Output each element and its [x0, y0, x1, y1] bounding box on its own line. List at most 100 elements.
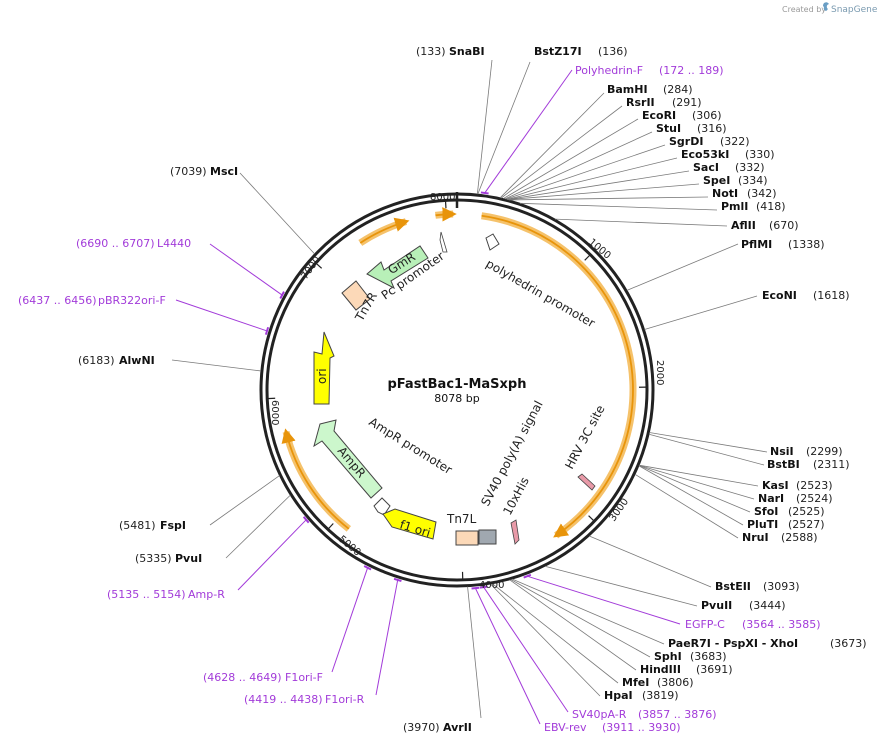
enzyme-leader — [239, 172, 315, 255]
enzyme-name: RsrII — [626, 96, 655, 109]
enzyme-pos: (284) — [663, 83, 693, 96]
tick-mark — [584, 254, 591, 261]
enzyme-pos: (2299) — [806, 445, 843, 458]
ori-feature: ori — [313, 331, 335, 405]
enzyme-leader — [638, 465, 751, 513]
enzyme-pos: (2527) — [788, 518, 825, 531]
enzyme-leader — [626, 243, 739, 291]
ampr-arc — [281, 428, 350, 530]
gmr-arc-halo — [358, 218, 408, 246]
enzyme-leader — [638, 464, 755, 500]
primer-leader — [331, 567, 369, 673]
enzyme-name: EcoRI — [642, 109, 676, 122]
enzyme-leader — [509, 579, 637, 671]
gmr-arc — [359, 217, 410, 244]
ori-label: ori — [315, 368, 329, 384]
primer-leader — [237, 519, 307, 591]
enzyme-name: BstZ17I — [534, 45, 582, 58]
enzyme-pos: (322) — [720, 135, 750, 148]
enzyme-leader — [225, 494, 291, 559]
enzyme-pos: (136) — [598, 45, 628, 58]
tn7r-feature: Tn7R — [341, 280, 380, 324]
enzyme-pos: (306) — [692, 109, 722, 122]
credit-prefix: Created by — [782, 5, 826, 14]
primer-site-mark — [393, 577, 402, 583]
primer-name: Amp-R — [188, 588, 225, 601]
enzyme-name: NruI — [742, 531, 769, 544]
primer-range: (172 .. 189) — [659, 64, 724, 77]
primer-leader — [175, 299, 268, 332]
primer-labels: Polyhedrin-F (172 .. 189) EGFP-C (3564 .… — [18, 64, 821, 734]
enzyme-leader — [512, 578, 665, 645]
enzyme-leader — [589, 535, 712, 588]
enzyme-leader — [500, 105, 623, 199]
enzyme-pos: (6183) — [78, 354, 115, 367]
enzyme-name: SpeI — [703, 174, 730, 187]
cds-arc — [481, 214, 634, 538]
enzyme-pos: (5335) — [135, 552, 172, 565]
enzyme-pos: (7039) — [170, 165, 207, 178]
tick-marks — [267, 192, 647, 580]
enzyme-leader — [544, 565, 698, 607]
enzyme-name: SacI — [693, 161, 719, 174]
enzyme-pos: (330) — [745, 148, 775, 161]
primer-name: Polyhedrin-F — [575, 64, 643, 77]
enzyme-leader — [507, 183, 700, 201]
enzyme-pos: (133) — [416, 45, 446, 58]
enzyme-name: PvuII — [701, 599, 732, 612]
ampr-promoter-feature: AmpR promoter — [366, 415, 455, 516]
enzyme-leader — [644, 295, 758, 330]
enzyme-name: KasI — [762, 479, 789, 492]
enzyme-name: BamHI — [607, 83, 648, 96]
primer-range: (4419 .. 4438) — [244, 693, 323, 706]
enzyme-pos: (1338) — [788, 238, 825, 251]
polyhedrin-arc — [435, 207, 457, 222]
primer-leader — [375, 579, 399, 696]
enzyme-labels: (133) SnaBI BstZ17I (136) BamHI (284) Rs… — [78, 45, 867, 734]
enzyme-name: HpaI — [604, 689, 633, 702]
enzyme-name: AflII — [731, 219, 756, 232]
enzyme-leader — [506, 157, 678, 200]
primer-leader — [474, 587, 541, 725]
enzyme-leader — [467, 586, 482, 719]
primer-range: (6437 .. 6456) — [18, 294, 97, 307]
enzyme-name: PmlI — [721, 200, 748, 213]
enzyme-pos: (418) — [756, 200, 786, 213]
enzyme-leader — [510, 579, 651, 658]
primer-site-mark — [480, 191, 489, 195]
primer-name: pBR322ori-F — [98, 294, 166, 307]
enzyme-name: NarI — [758, 492, 784, 505]
primer-leader — [527, 575, 681, 625]
enzyme-leader — [519, 202, 718, 211]
tick-label-6000: 6000 — [269, 400, 280, 425]
enzyme-name: SfoI — [754, 505, 778, 518]
tick-label-1000: 1000 — [586, 237, 613, 262]
ampr-promoter-label: AmpR promoter — [366, 415, 454, 477]
tick-mark — [588, 515, 595, 522]
enzyme-pos: (3806) — [657, 676, 694, 689]
enzyme-pos: (3970) — [403, 721, 440, 734]
f1-ori-feature: f1 ori — [382, 508, 437, 540]
primer-name: EGFP-C — [685, 618, 725, 631]
primer-site-mark — [471, 586, 480, 590]
enzyme-pos: (670) — [769, 219, 799, 232]
enzyme-leader — [508, 196, 709, 201]
primer-range: (3911 .. 3930) — [602, 721, 681, 734]
enzyme-leader — [490, 583, 601, 697]
primer-site-mark — [264, 326, 270, 335]
enzyme-name: NsiI — [770, 445, 794, 458]
enzyme-leader — [171, 359, 261, 372]
enzyme-name: FspI — [160, 519, 186, 532]
feature-arrows — [281, 207, 637, 539]
enzyme-pos: (2311) — [813, 458, 850, 471]
enzyme-pos: (2524) — [796, 492, 833, 505]
enzyme-leader — [477, 61, 531, 195]
hrv-3c-feature: HRV 3C site — [562, 403, 608, 491]
enzyme-leader — [639, 464, 759, 487]
enzyme-name: Eco53kI — [681, 148, 729, 161]
plasmid-size: 8078 bp — [434, 392, 479, 405]
enzyme-name: SphI — [654, 650, 682, 663]
primer-range: (5135 .. 5154) — [107, 588, 186, 601]
enzyme-pos: (3691) — [696, 663, 733, 676]
enzyme-pos: (316) — [697, 122, 727, 135]
